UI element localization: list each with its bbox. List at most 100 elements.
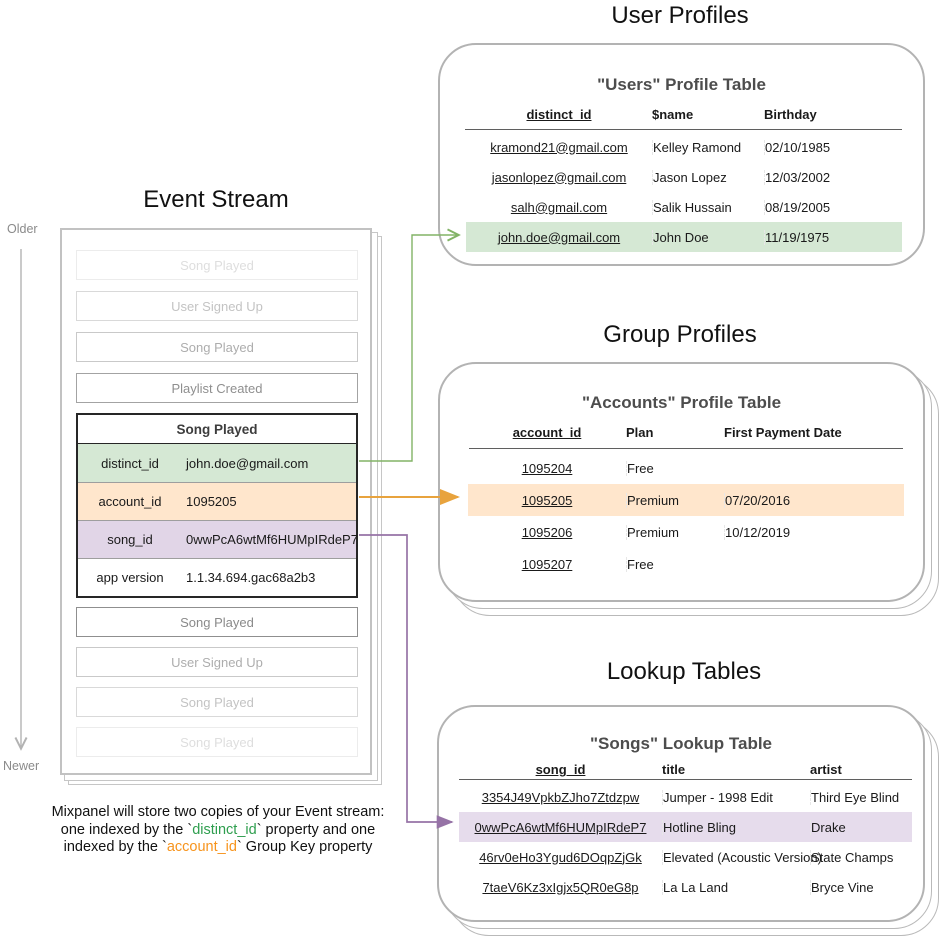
column-header-birthday: Birthday	[764, 107, 817, 122]
cell-distinct-id: kramond21@gmail.com	[490, 139, 628, 155]
cell-song-id: 3354J49VpkbZJho7Ztdzpw	[481, 789, 640, 805]
caption-line: one indexed by the `distinct_id` propert…	[60, 821, 376, 838]
accounts-profile-card: "Accounts" Profile Table account_id Plan…	[438, 362, 925, 602]
cell-artist: Bryce Vine	[810, 879, 912, 895]
column-header-first-payment-date: First Payment Date	[724, 425, 842, 440]
heading-lookup-tables: Lookup Tables	[606, 658, 762, 685]
event-item: Playlist Created	[76, 373, 358, 403]
cell-plan: Free	[626, 460, 724, 476]
table-row: 3354J49VpkbZJho7Ztdzpw Jumper - 1998 Edi…	[459, 782, 912, 812]
property-value: john.doe@gmail.com	[186, 455, 309, 471]
timeline-older-label: Older	[7, 222, 38, 236]
caption-line: indexed by the `account_id` Group Key pr…	[63, 839, 373, 855]
table-row: salh@gmail.com Salik Hussain 08/19/2005	[466, 192, 902, 222]
column-header-title: title	[662, 762, 686, 777]
event-item: User Signed Up	[76, 647, 358, 677]
column-header-artist: artist	[810, 762, 842, 777]
event-stream-box: Song Played User Signed Up Song Played P…	[60, 228, 372, 775]
cell-birthday: 12/03/2002	[764, 169, 902, 185]
property-key: account_id	[98, 494, 162, 509]
table-row: 46rv0eHo3Ygud6DOqpZjGk Elevated (Acousti…	[459, 842, 912, 872]
timeline-newer-label: Newer	[3, 759, 40, 773]
cell-name: John Doe	[652, 229, 764, 245]
cell-artist: Third Eye Blind	[810, 789, 912, 805]
property-value: 1095205	[186, 494, 237, 509]
cell-song-id: 46rv0eHo3Ygud6DOqpZjGk	[479, 849, 642, 865]
cell-birthday: 11/19/1975	[764, 229, 902, 245]
cell-name: Jason Lopez	[652, 169, 764, 185]
column-header-distinct-id: distinct_id	[526, 107, 592, 122]
card-title: "Users" Profile Table	[597, 75, 766, 94]
event-property-row: song_id 0wwPcA6wtMf6HUMpIRdeP7	[78, 520, 358, 558]
table-header-row: distinct_id $name Birthday	[466, 106, 902, 123]
heading-group-profiles: Group Profiles	[603, 321, 757, 348]
cell-distinct-id: jasonlopez@gmail.com	[491, 169, 627, 185]
cell-song-id: 7taeV6Kz3xIgjx5QR0eG8p	[482, 879, 639, 895]
card-title: "Songs" Lookup Table	[589, 734, 773, 753]
table-row: kramond21@gmail.com Kelley Ramond 02/10/…	[466, 132, 902, 162]
cell-birthday: 02/10/1985	[764, 139, 902, 155]
cell-first-payment-date: 10/12/2019	[724, 524, 904, 540]
cell-title: Hotline Bling	[662, 819, 810, 835]
cell-artist: State Champs	[810, 849, 912, 865]
property-key: distinct_id	[101, 455, 159, 471]
cell-title: La La Land	[662, 879, 810, 895]
cell-name: Kelley Ramond	[652, 139, 764, 155]
property-value: 0wwPcA6wtMf6HUMpIRdeP7	[186, 532, 358, 547]
table-row-highlighted: john.doe@gmail.com John Doe 11/19/1975	[466, 222, 902, 252]
caption-distinct-id: distinct_id	[192, 821, 257, 838]
event-card-title: Song Played	[78, 415, 356, 444]
caption-account-id: account_id	[166, 839, 237, 855]
event-item: Song Played	[76, 332, 358, 362]
column-header-plan: Plan	[626, 425, 654, 440]
event-property-row: account_id 1095205	[78, 482, 356, 520]
card-title: "Accounts" Profile Table	[581, 393, 782, 412]
table-header-row: account_id Plan First Payment Date	[468, 424, 904, 441]
songs-lookup-card: "Songs" Lookup Table song_id title artis…	[437, 705, 925, 922]
column-header-name: $name	[652, 107, 694, 122]
property-key: app version	[96, 570, 164, 585]
users-profile-card: "Users" Profile Table distinct_id $name …	[438, 43, 925, 266]
property-value: 1.1.34.694.gac68a2b3	[186, 570, 316, 585]
event-item: Song Played	[76, 250, 358, 280]
cell-artist: Drake	[810, 819, 912, 835]
cell-account-id: 1095206	[521, 524, 573, 540]
cell-title: Elevated (Acoustic Version)	[662, 849, 822, 865]
heading-event-stream: Event Stream	[143, 186, 289, 213]
event-property-row: distinct_id john.doe@gmail.com	[78, 444, 356, 482]
column-header-account-id: account_id	[512, 425, 582, 440]
cell-account-id: 1095204	[521, 460, 573, 476]
cell-birthday: 08/19/2005	[764, 199, 902, 215]
table-header-row: song_id title artist	[459, 761, 912, 778]
event-property-row: app version 1.1.34.694.gac68a2b3	[78, 558, 356, 596]
caption-line: Mixpanel will store two copies of your E…	[51, 804, 385, 820]
property-key: song_id	[107, 532, 153, 547]
table-row-highlighted: 1095205 Premium 07/20/2016	[468, 484, 904, 516]
event-item: Song Played	[76, 727, 358, 757]
table-row-highlighted: 0wwPcA6wtMf6HUMpIRdeP7 Hotline Bling Dra…	[459, 812, 912, 842]
cell-title: Jumper - 1998 Edit	[662, 789, 810, 805]
table-row: jasonlopez@gmail.com Jason Lopez 12/03/2…	[466, 162, 902, 192]
event-item: User Signed Up	[76, 291, 358, 321]
cell-account-id: 1095207	[521, 556, 573, 572]
cell-first-payment-date: 07/20/2016	[724, 492, 904, 508]
event-card: Song Played distinct_id john.doe@gmail.c…	[76, 413, 358, 598]
table-row: 1095207 Free	[468, 548, 904, 580]
cell-distinct-id: john.doe@gmail.com	[497, 229, 621, 245]
event-item: Song Played	[76, 607, 358, 637]
cell-song-id: 0wwPcA6wtMf6HUMpIRdeP7	[474, 819, 647, 835]
event-item: Song Played	[76, 687, 358, 717]
header-divider	[459, 779, 912, 780]
cell-plan: Premium	[626, 492, 724, 508]
caption: Mixpanel will store two copies of your E…	[22, 804, 414, 857]
header-divider	[469, 448, 903, 449]
cell-plan: Free	[626, 556, 724, 572]
table-row: 7taeV6Kz3xIgjx5QR0eG8p La La Land Bryce …	[459, 872, 912, 902]
heading-user-profiles: User Profiles	[611, 2, 749, 29]
cell-name: Salik Hussain	[652, 199, 764, 215]
column-header-song-id: song_id	[535, 762, 586, 777]
cell-distinct-id: salh@gmail.com	[510, 199, 608, 215]
cell-plan: Premium	[626, 524, 724, 540]
table-row: 1095204 Free	[468, 452, 904, 484]
